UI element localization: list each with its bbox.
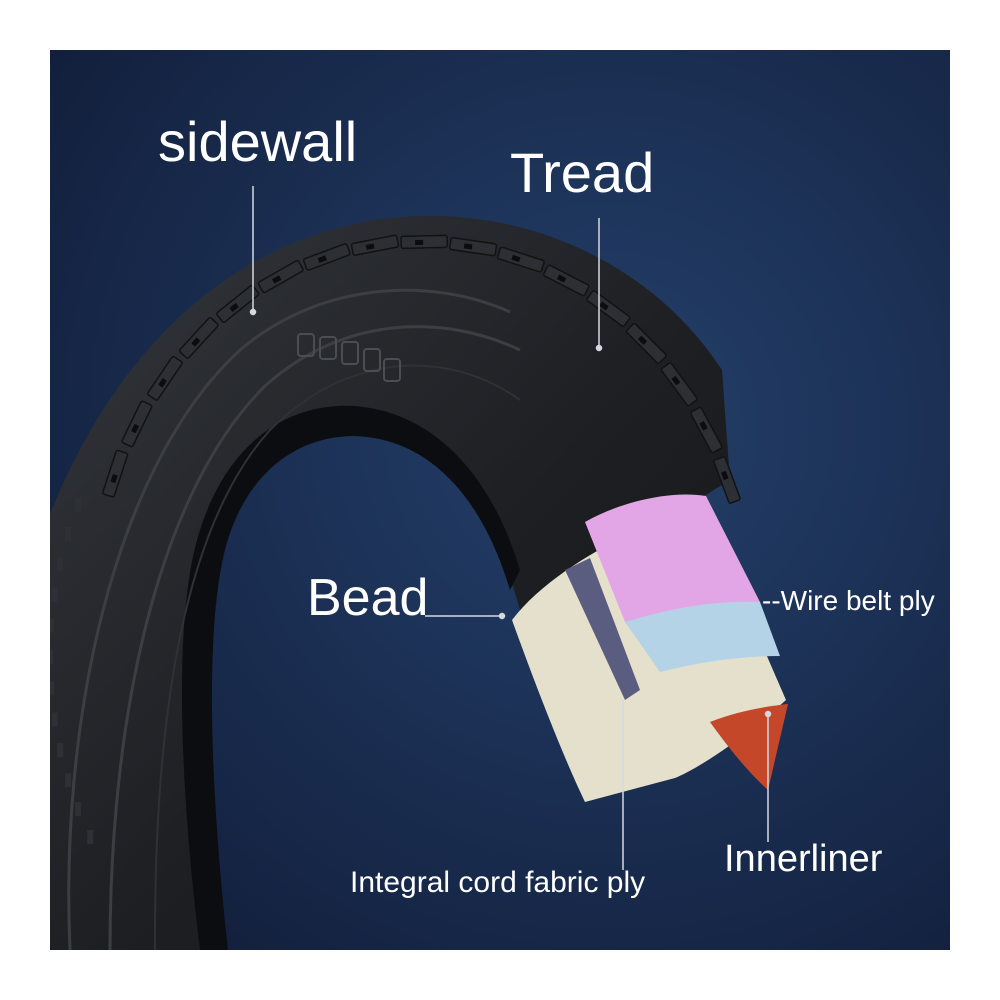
tread-pattern — [102, 234, 741, 504]
tread-block — [400, 234, 448, 250]
tire-inner-wall — [181, 405, 520, 950]
tread-block — [625, 322, 667, 364]
tire-cutaway-icon — [50, 215, 788, 950]
label-innerliner: Innerliner — [724, 838, 883, 880]
sidewall-ribs — [50, 497, 94, 844]
sidewall-rib — [51, 712, 58, 727]
tread-block — [121, 400, 153, 448]
tread-block — [350, 234, 400, 256]
tire-body — [50, 215, 730, 950]
label-wire-belt-ply: --Wire belt ply — [762, 585, 935, 616]
leader-dot-sidewall — [249, 308, 257, 316]
leader-dot-tread — [595, 344, 603, 352]
tread-block — [690, 406, 723, 454]
sidewall-rib — [57, 743, 64, 758]
sidewall-lettering — [297, 333, 401, 382]
label-tread: Tread — [510, 141, 655, 204]
tread-block — [496, 246, 545, 273]
diagram-frame: sidewall Tread Bead --Wire belt ply Inte… — [50, 50, 950, 950]
sidewall-rib — [50, 681, 55, 696]
label-integral-cord-fabric-ply: Integral cord fabric ply — [350, 866, 646, 899]
side-strip — [565, 558, 640, 700]
sidewall-rib — [75, 497, 82, 512]
sidewall-rib — [50, 618, 55, 633]
tread-block — [147, 355, 183, 401]
sidewall-rib — [87, 830, 94, 844]
tread-block — [102, 449, 129, 498]
tread-block — [586, 290, 631, 327]
cord-fabric-layer — [625, 601, 780, 672]
tread-block — [302, 243, 351, 271]
sidewall-rib — [65, 526, 72, 541]
sidewall-ring — [153, 364, 521, 950]
tread-block — [448, 236, 498, 257]
tread-block — [257, 259, 304, 294]
sidewall-rib — [75, 802, 82, 817]
tread-block — [543, 264, 590, 297]
leader-dot-bead — [498, 612, 506, 620]
sidewall-rib — [50, 650, 53, 664]
sidewall-rib — [57, 556, 64, 571]
leader-dot-innerliner — [764, 710, 772, 718]
sidewall-rib — [65, 773, 72, 788]
leader-lines — [249, 186, 772, 870]
tread-block — [178, 317, 219, 359]
sidewall-ring — [108, 325, 521, 950]
tread-block — [216, 284, 260, 323]
tread-block — [660, 362, 698, 407]
sidewall-ring — [67, 288, 511, 950]
tread-block — [713, 456, 741, 504]
label-sidewall: sidewall — [158, 110, 358, 173]
tire-cross-section-diagram — [50, 50, 950, 950]
sidewall-rib — [51, 587, 58, 602]
label-bead: Bead — [307, 569, 429, 627]
wire-belt-layer — [585, 494, 760, 622]
